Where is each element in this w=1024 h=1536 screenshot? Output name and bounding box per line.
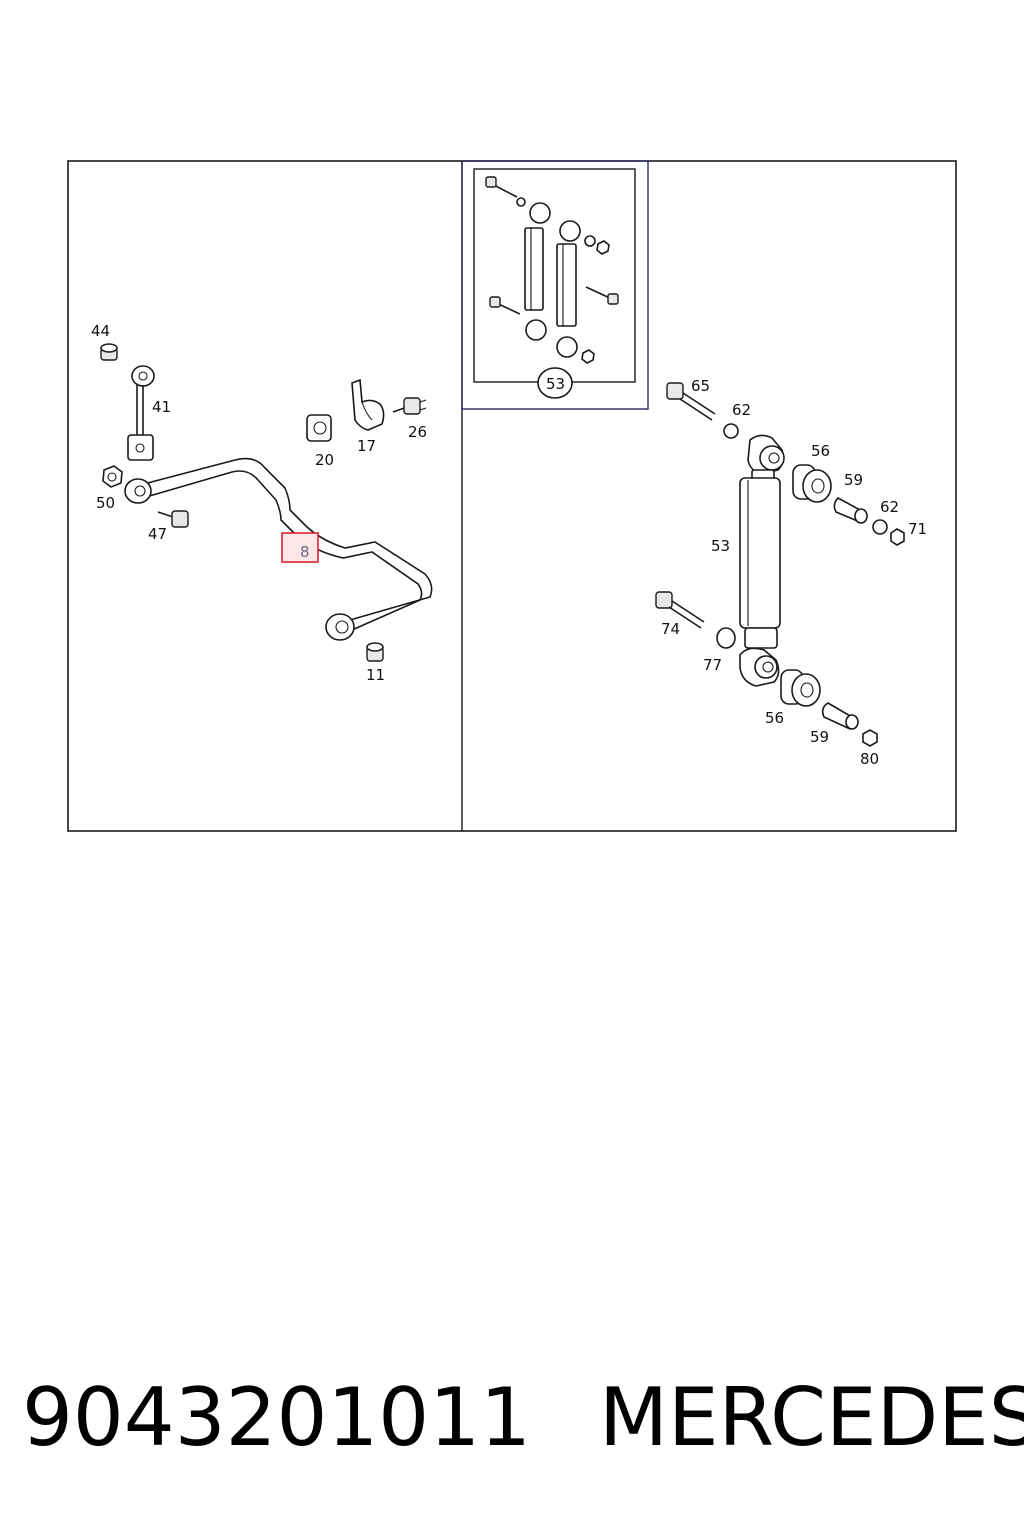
part-caption: 9043201011 MERCEDES (22, 1368, 1024, 1468)
part-80-nut (862, 729, 878, 747)
part-62-washer-right (872, 519, 888, 535)
part-56-bushing-bottom (780, 669, 821, 707)
part-8-highlight (281, 532, 319, 563)
part-26-bolt (392, 397, 427, 415)
label-56-bottom: 56 (765, 709, 784, 727)
label-20: 20 (315, 451, 334, 469)
label-26: 26 (408, 423, 427, 441)
label-59-top: 59 (844, 471, 863, 489)
label-41: 41 (152, 398, 171, 416)
brand-name: MERCEDES (598, 1371, 1024, 1464)
part-8-stabilizer-bar (124, 457, 433, 641)
part-11-nut (366, 642, 384, 662)
label-17: 17 (357, 437, 376, 455)
label-53-inset: 53 (546, 375, 565, 393)
inset-shock-right (556, 220, 619, 364)
part-59-sleeve-bottom (821, 702, 859, 730)
part-47-bolt (157, 510, 189, 528)
label-59-bottom: 59 (810, 728, 829, 746)
part-59-sleeve-top (833, 497, 868, 524)
part-65-bolt (666, 382, 716, 421)
shock-absorber-assembly (655, 382, 905, 747)
label-44: 44 (91, 322, 110, 340)
label-74: 74 (661, 620, 680, 638)
label-62-right: 62 (880, 498, 899, 516)
label-50: 50 (96, 494, 115, 512)
parts-diagram: 44 41 50 47 20 17 26 8 11 (67, 160, 957, 832)
label-47: 47 (148, 525, 167, 543)
inset-panel (461, 160, 649, 410)
label-65: 65 (691, 377, 710, 395)
label-56-top: 56 (811, 442, 830, 460)
stabilizer-assembly (100, 343, 433, 662)
part-53-shock-absorber (739, 434, 785, 687)
label-77: 77 (703, 656, 722, 674)
part-56-bushing-top (792, 464, 832, 503)
part-20-bushing (306, 414, 332, 442)
part-41-link (127, 365, 155, 461)
part-71-nut (890, 528, 905, 546)
part-17-bracket (351, 378, 385, 431)
label-71: 71 (908, 520, 927, 538)
label-8: 8 (300, 543, 310, 561)
label-53: 53 (711, 537, 730, 555)
part-62-washer-top (723, 423, 739, 439)
label-11: 11 (366, 666, 385, 684)
part-50-nut (102, 465, 123, 488)
label-80: 80 (860, 750, 879, 768)
inset-shock-left (485, 176, 551, 341)
part-44-nut (100, 343, 118, 361)
part-74-bolt (655, 591, 705, 629)
label-62-top: 62 (732, 401, 751, 419)
inset-callout-circle (537, 367, 573, 399)
part-number: 9043201011 (22, 1371, 531, 1464)
part-77-washer (716, 627, 736, 649)
